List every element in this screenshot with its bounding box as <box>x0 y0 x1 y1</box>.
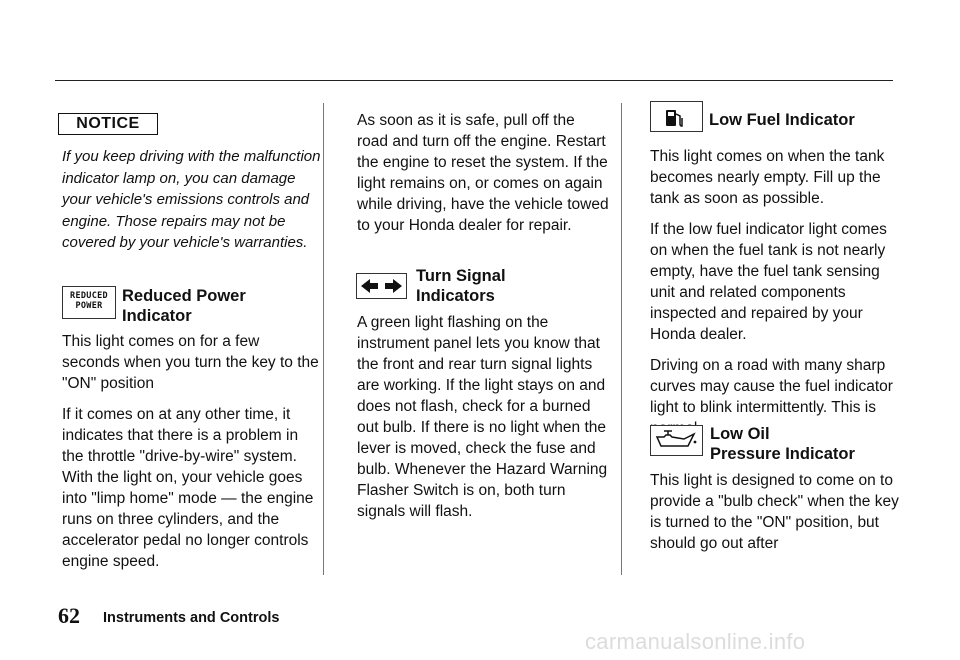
notice-label: NOTICE <box>58 113 158 135</box>
middle-body: As soon as it is safe, pull off the road… <box>357 110 609 246</box>
turn-signal-body: A green light flashing on the instrument… <box>357 312 609 532</box>
oil-can-icon <box>655 430 697 447</box>
middle-paragraph-1: As soon as it is safe, pull off the road… <box>357 112 609 234</box>
low-oil-title-line1: Low Oil <box>710 425 770 443</box>
reduced-power-title-line1: Reduced Power <box>122 287 246 305</box>
reduced-power-paragraph-2: If it comes on at any other time, it ind… <box>62 406 314 570</box>
turn-signal-icon <box>356 273 407 299</box>
low-oil-icon <box>650 425 703 456</box>
column-divider-left <box>323 103 324 575</box>
low-fuel-paragraph-1: This light comes on when the tank become… <box>650 148 885 207</box>
low-fuel-paragraph-3: Driving on a road with many sharp curves… <box>650 357 893 437</box>
reduced-power-body: This light comes on for a few seconds wh… <box>62 331 320 582</box>
turn-signal-title-line1: Turn Signal <box>416 267 506 285</box>
turn-signal-heading: Turn Signal Indicators <box>416 266 506 306</box>
reduced-power-icon-line1: REDUCED <box>70 291 108 301</box>
turn-signal-arrows-icon <box>361 279 402 293</box>
low-oil-paragraph-1: This light is designed to come on to pro… <box>650 472 899 552</box>
reduced-power-heading: Reduced Power Indicator <box>122 286 246 326</box>
low-fuel-paragraph-2: If the low fuel indicator light comes on… <box>650 221 887 343</box>
reduced-power-paragraph-1: This light comes on for a few seconds wh… <box>62 333 319 392</box>
reduced-power-icon: REDUCED POWER <box>62 286 116 319</box>
page-number: 62 <box>58 603 80 628</box>
notice-text: If you keep driving with the malfunction… <box>62 148 321 251</box>
reduced-power-icon-line2: POWER <box>75 301 103 311</box>
low-oil-title-line2: Pressure Indicator <box>710 445 855 463</box>
low-fuel-body: This light comes on when the tank become… <box>650 146 908 449</box>
low-oil-body: This light is designed to come on to pro… <box>650 470 908 564</box>
turn-signal-title-line2: Indicators <box>416 287 495 305</box>
reduced-power-title-line2: Indicator <box>122 307 192 325</box>
low-fuel-heading: Low Fuel Indicator <box>709 111 855 129</box>
fuel-pump-icon <box>666 110 683 127</box>
low-oil-heading: Low Oil Pressure Indicator <box>710 424 855 464</box>
watermark: carmanualsonline.info <box>585 629 806 654</box>
section-title: Instruments and Controls <box>103 610 280 626</box>
top-rule <box>55 80 893 81</box>
low-fuel-icon <box>650 101 703 132</box>
turn-signal-paragraph-1: A green light flashing on the instrument… <box>357 314 608 520</box>
column-divider-right <box>621 103 622 575</box>
